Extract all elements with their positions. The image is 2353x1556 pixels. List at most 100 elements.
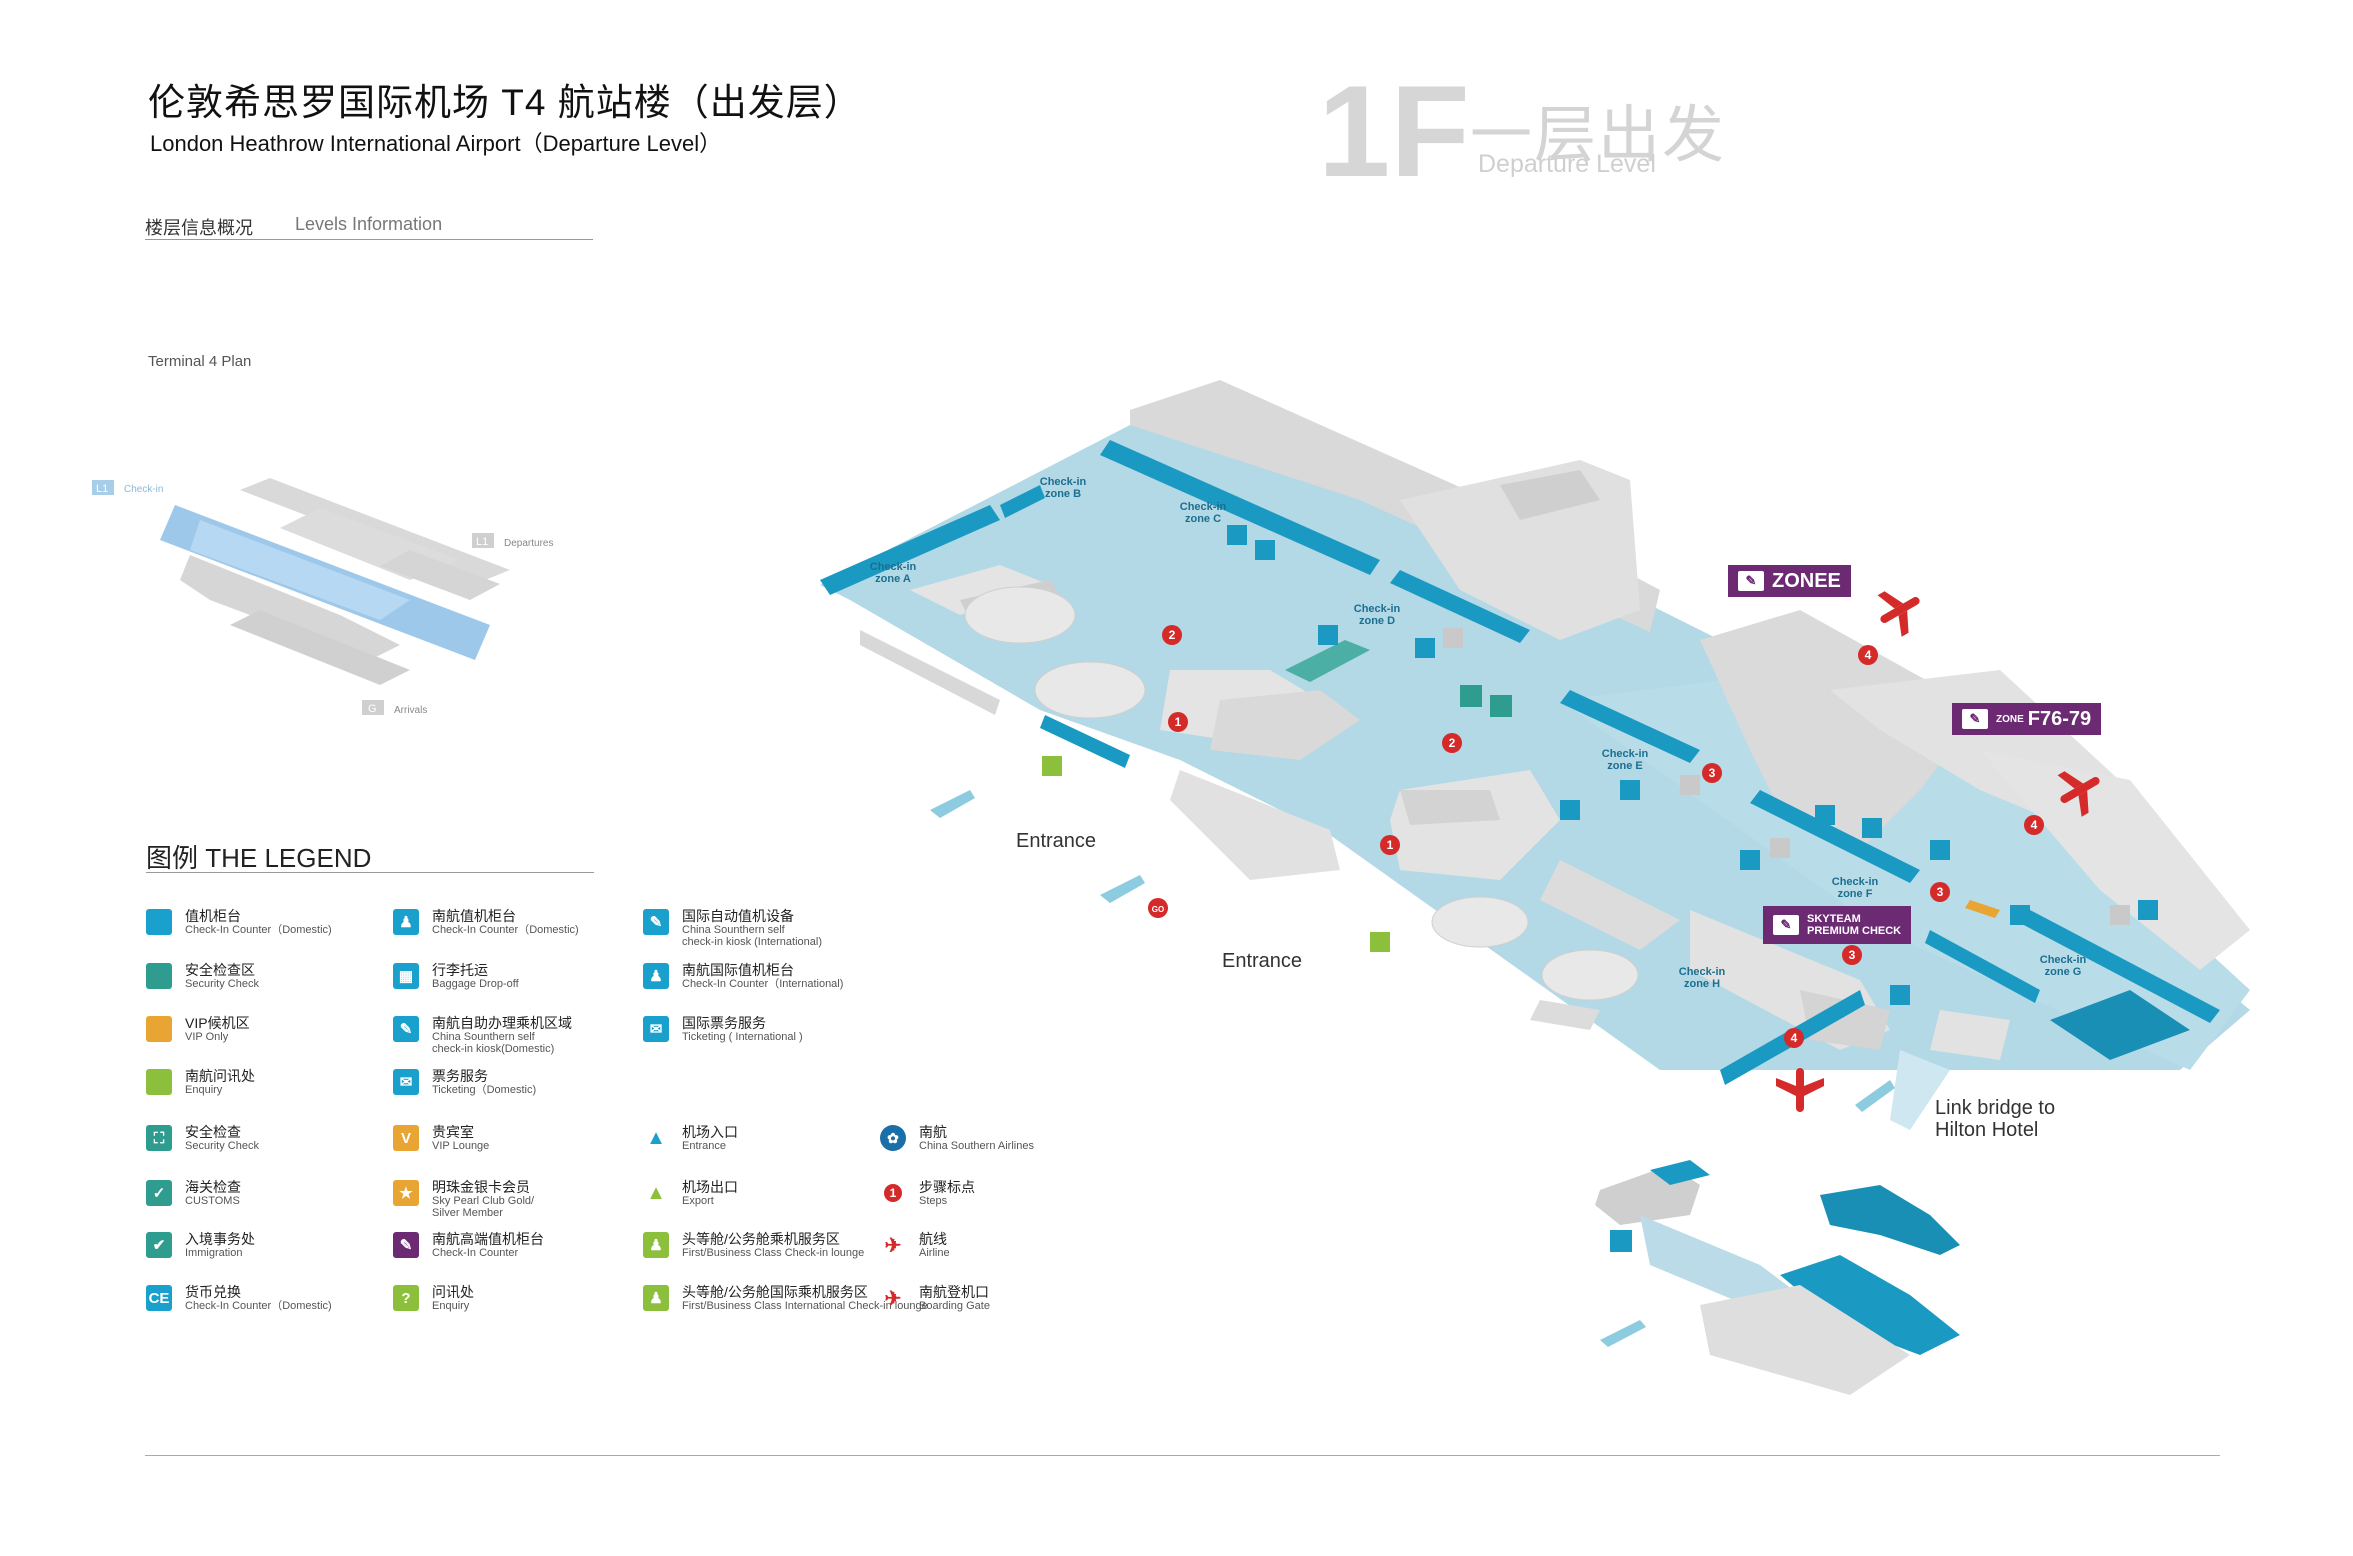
mini-plan-badge-checkin-text: L1 — [96, 483, 108, 495]
island-7 — [1400, 790, 1500, 825]
security-check-icon — [1460, 685, 1482, 707]
mini-plan-badge-arrivals-text: G — [368, 703, 377, 715]
mini-plan-badge-arrivals — [362, 700, 384, 715]
legend-item-label-en: Steps — [919, 1195, 948, 1207]
premium-check-icon: ✎ — [1962, 709, 1988, 729]
entrance-label-1: Entrance — [1016, 830, 1097, 852]
legend-item-label-en: Baggage Drop-off — [432, 978, 519, 990]
island-8 — [1540, 860, 1680, 950]
legend-item-label-zh: 南航问讯处 — [185, 1068, 255, 1084]
entrance-arrow-3 — [1855, 1080, 1895, 1112]
hilton-building-east — [1780, 1255, 1960, 1355]
legend-item-label-zh: 南航登机口 — [919, 1284, 989, 1300]
legend-item-label-en: Check-In Counter（International) — [682, 978, 844, 990]
zone-g-block — [2050, 990, 2190, 1060]
boarding-gate-icon: ✈ — [884, 1287, 902, 1310]
hilton-hotel-base — [1700, 1285, 1910, 1395]
step-marker-3a: 3 — [1702, 763, 1722, 783]
legend-item-label-zh: 头等舱/公务舱乘机服务区 — [682, 1231, 840, 1247]
step-marker-3c: 3 — [1842, 945, 1862, 965]
baggage-drop-icon-9 — [1740, 850, 1760, 870]
step-markers: 1 1 2 2 3 3 3 4 4 4 GO — [1148, 625, 2044, 1048]
legend-item-label-en: Check-In Counter（Domestic) — [185, 1300, 332, 1312]
step-marker-3b: 3 — [1930, 882, 1950, 902]
entrance-arrow-1 — [930, 790, 975, 818]
link-bridge — [1890, 1050, 1950, 1130]
self-checkin-kiosk-icon: ✎ — [393, 1016, 419, 1042]
counter-row-c — [1100, 440, 1380, 575]
zone-b-label-2: zone B — [1045, 488, 1081, 500]
page-title-zh: 伦敦希思罗国际机场 T4 航站楼（出发层） — [148, 82, 862, 123]
zone-f-banner-small: ZONE — [1996, 713, 2024, 725]
island-11 — [1930, 1010, 2010, 1060]
legend-item-label-en: Export — [682, 1195, 714, 1207]
building-east-3 — [1980, 750, 2250, 970]
hilton-lift-icon — [1610, 1230, 1632, 1252]
svg-text:3: 3 — [1709, 766, 1716, 780]
levels-label-zh: 楼层信息概况 — [145, 218, 253, 238]
departure-level-map: Check-in zone A Check-in zone B Check-in… — [820, 380, 2250, 1130]
legend-item-label-zh: 南航值机柜台 — [432, 908, 516, 924]
terminal-plan-title: Terminal 4 Plan — [148, 353, 252, 370]
legend-item-label-en: Ticketing ( International ) — [682, 1031, 803, 1043]
zone-h-label-1: Check-in — [1679, 966, 1726, 978]
floor-name-zh: 一层出发 — [1470, 101, 1727, 170]
skyteam-banner-line2: PREMIUM CHECK — [1807, 925, 1902, 937]
legend-title: 图例 THE LEGEND — [146, 843, 372, 873]
zone-a-label-2: zone A — [875, 573, 911, 585]
step-marker-1b: 1 — [1380, 835, 1400, 855]
skyteam-banner-line1: SKYTEAM — [1807, 913, 1861, 925]
baggage-drop-icon-2 — [1255, 540, 1275, 560]
step-marker-icon: 1 — [884, 1184, 902, 1202]
baggage-drop-icon-10 — [1770, 838, 1790, 858]
airline-plane-icon: ✈ — [884, 1234, 902, 1257]
entrance-icon: ▲ — [646, 1126, 666, 1149]
baggage-drop-icon-14 — [2010, 905, 2030, 925]
baggage-drop-icon-17 — [1890, 985, 1910, 1005]
kiosk-island-1 — [964, 586, 1076, 644]
immigration-icon: ✔ — [146, 1232, 172, 1258]
plane-icon-1 — [1877, 591, 1920, 637]
legend-item-label-en: First/Business Class International Check… — [682, 1300, 928, 1312]
mini-plan-checkin-level — [160, 505, 490, 660]
boarding-gate-plane-icon — [1776, 1068, 1824, 1112]
mini-plan-badge-departures-text: L1 — [476, 536, 488, 548]
mini-plan-label-arrivals: Arrivals — [394, 705, 427, 716]
counter-row-d — [1390, 570, 1530, 643]
levels-label-en: Levels Information — [295, 214, 443, 234]
legend-item-label-en: CUSTOMS — [185, 1195, 240, 1207]
legend-item-label-en: VIP Lounge — [432, 1140, 490, 1152]
floor-name-en: Departure Level — [1478, 150, 1656, 178]
svg-text:4: 4 — [1865, 648, 1872, 662]
baggage-drop-icon-16 — [2138, 900, 2158, 920]
levels-divider — [145, 239, 593, 240]
baggage-drop-icon-5 — [1443, 628, 1463, 648]
svg-text:4: 4 — [1791, 1031, 1798, 1045]
legend-item-label-zh: 南航高端值机柜台 — [432, 1231, 544, 1247]
link-bridge-label-1: Link bridge to — [1935, 1097, 2056, 1119]
china-southern-logo-icon: ✿ — [880, 1125, 906, 1151]
bottom-divider — [145, 1455, 2220, 1456]
entrance-arrow-2 — [1100, 875, 1145, 903]
svg-text:GO: GO — [1152, 905, 1164, 914]
legend-item-label-zh: 安全检查区 — [185, 962, 255, 978]
legend-item-label-en: Security Check — [185, 978, 259, 990]
kiosk-island-4 — [1541, 949, 1639, 1001]
zone-g-label-2: zone G — [2045, 966, 2082, 978]
intl-ticketing-icon: ✉ — [643, 1016, 669, 1042]
building-southwest — [860, 630, 1000, 715]
intl-checkin-icon: ♟ — [643, 963, 669, 989]
baggage-drop-icon-7 — [1620, 780, 1640, 800]
legend-item-label-zh: 海关检查 — [185, 1179, 241, 1195]
vip-area-swatch — [146, 1016, 172, 1042]
